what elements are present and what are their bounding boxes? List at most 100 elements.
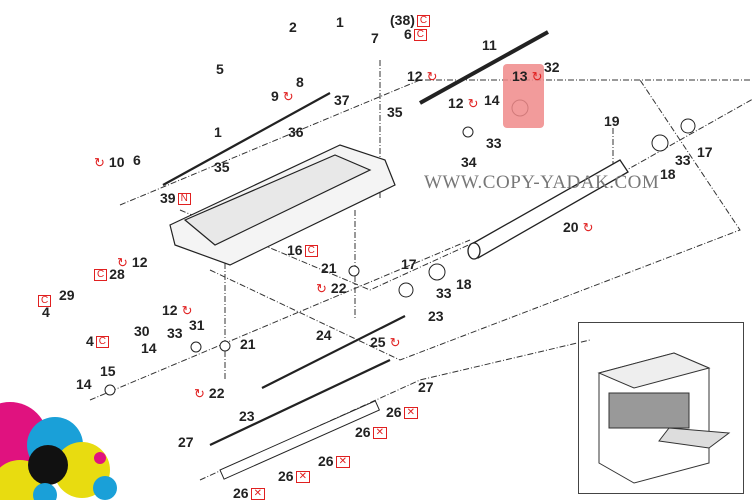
mark-x: ✕ (250, 488, 265, 500)
rotate-icon: ↻ (282, 89, 294, 105)
part-number: 5 (216, 61, 224, 77)
part-callout: 25↻ (370, 335, 404, 349)
part-number: 21 (321, 260, 337, 276)
part-number: 26 (318, 453, 334, 469)
part-callout: 35 (387, 105, 403, 119)
part-callout: 32 (544, 60, 560, 74)
part-callout: 26✕ (355, 424, 389, 440)
part-callout: 5 (216, 62, 224, 76)
part-callout: ↻12 (113, 255, 147, 269)
part-callout: 12↻ (407, 69, 441, 83)
part-number: 4 (86, 333, 94, 349)
part-number: 37 (334, 92, 350, 108)
part-number: 28 (109, 266, 125, 282)
printer-icon (597, 352, 731, 484)
printer-inset (578, 322, 744, 494)
part-callout: 23 (239, 409, 255, 423)
part-callout: 33 (675, 153, 691, 167)
part-callout: 33 (167, 326, 183, 340)
part-callout: 14 (484, 93, 500, 107)
mark-c: C (38, 295, 52, 308)
part-callout: 21 (240, 337, 256, 351)
part-callout: 12↻ (162, 303, 196, 317)
mark-x: ✕ (403, 407, 418, 420)
part-number: 2 (289, 19, 297, 35)
part-callout: 27 (418, 380, 434, 394)
part-number: 33 (675, 152, 691, 168)
part-number: 13 (512, 68, 528, 84)
part-number: 25 (370, 334, 386, 350)
part-callout: 17 (401, 257, 417, 271)
part-callout: 26✕ (386, 404, 420, 420)
part-number: 33 (486, 135, 502, 151)
part-callout: 36 (288, 125, 304, 139)
part-callout: 18 (456, 277, 472, 291)
part-number: 6 (404, 26, 412, 42)
part-callout: 24 (316, 328, 332, 342)
part-callout: 33 (436, 286, 452, 300)
part-number: 21 (240, 336, 256, 352)
part-number: 36 (288, 124, 304, 140)
part-callout: 4 (42, 305, 50, 319)
roller-20 (467, 159, 629, 260)
part-callout: 1 (214, 125, 222, 139)
mark-c: C (304, 245, 318, 258)
part-callout: 18 (660, 167, 676, 181)
part-number: 12 (131, 254, 148, 270)
part-number: 39 (160, 190, 176, 206)
part-number: 17 (697, 144, 713, 160)
part-callout: 14 (141, 341, 157, 355)
part-callout: 13↻ (512, 69, 546, 83)
part-callout: 30 (134, 324, 150, 338)
part-number: 26 (233, 485, 249, 500)
part-callout: 14 (76, 377, 92, 391)
part-number: 10 (108, 154, 125, 170)
part-number: 20 (563, 219, 579, 235)
mark-x: ✕ (335, 456, 350, 469)
part-callout: 8 (296, 75, 304, 89)
part-number: 22 (330, 280, 347, 296)
part-number: 19 (604, 113, 620, 129)
part-number: 33 (436, 285, 452, 301)
part-number: 12 (407, 68, 423, 84)
part-callout: ↻22 (312, 281, 346, 295)
part-number: 24 (316, 327, 332, 343)
part-callout: 26✕ (278, 469, 312, 484)
part-number: 27 (418, 379, 434, 395)
part-number: 23 (428, 308, 444, 324)
part-number: 6 (133, 152, 141, 168)
part-callout: ↻10 (90, 155, 124, 169)
part-number: 22 (208, 385, 225, 401)
part-callout: 6 (133, 153, 141, 167)
part-callout: 20↻ (563, 220, 597, 234)
part-number: 26 (355, 424, 371, 440)
rotate-icon: ↻ (582, 220, 594, 236)
rotate-icon: ↻ (94, 155, 105, 171)
part-callout: 34 (461, 155, 477, 169)
frame (169, 144, 396, 266)
part-callout: 17 (697, 145, 713, 159)
part-callout: 27 (178, 435, 194, 449)
part-number: 26 (386, 404, 402, 420)
part-number: 29 (59, 287, 75, 303)
part-callout: 21 (321, 261, 337, 275)
rotate-icon: ↻ (316, 281, 327, 297)
part-number: 17 (401, 256, 417, 272)
part-number: 1 (214, 124, 222, 140)
mark-n: N (177, 193, 191, 206)
part-callout: 31 (189, 318, 205, 332)
rotate-icon: ↻ (389, 335, 401, 351)
cmyk-logo (0, 402, 117, 500)
rotate-icon: ↻ (194, 386, 205, 402)
part-number: 27 (178, 434, 194, 450)
part-number: 35 (214, 159, 230, 175)
mark-x: ✕ (372, 427, 387, 440)
part-number: 11 (482, 37, 497, 53)
part-callout: C (36, 293, 53, 308)
part-number: 30 (134, 323, 150, 339)
